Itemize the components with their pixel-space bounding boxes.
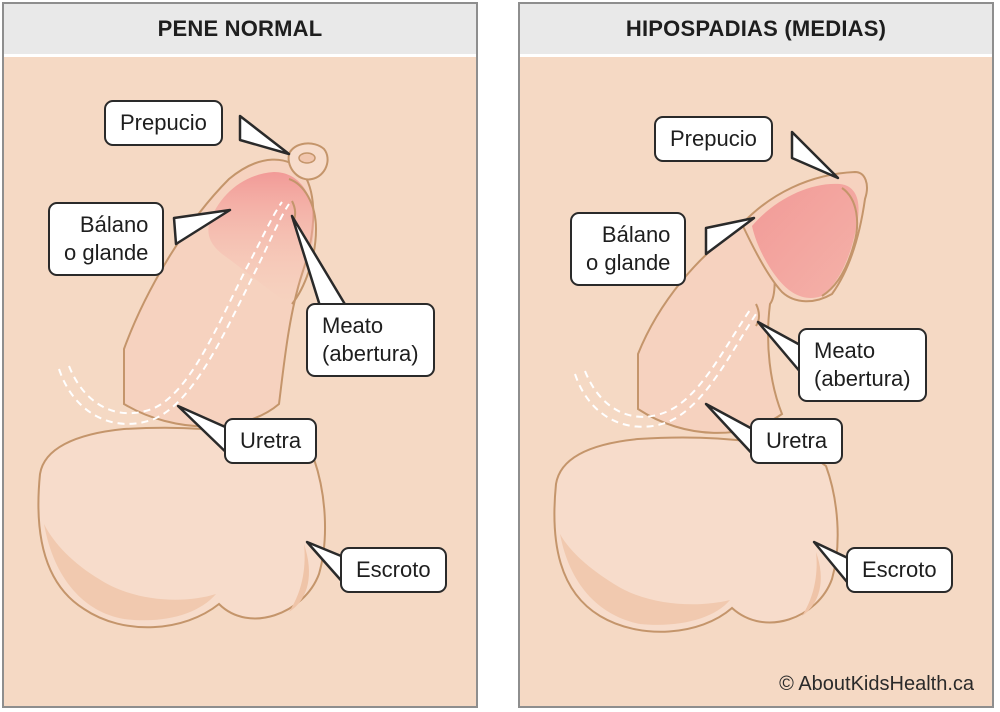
label-meato: Meato (abertura) xyxy=(306,303,435,377)
label-escroto: Escroto xyxy=(846,547,953,593)
callout-tail-balano xyxy=(704,216,756,256)
label-balano: Bálano o glande xyxy=(48,202,165,276)
panel-normal: PENE NORMAL Prepucio xyxy=(2,2,478,708)
callout-tail-prepucio xyxy=(238,114,291,156)
scrotum-shadow xyxy=(44,524,216,621)
glans-outline xyxy=(288,178,318,305)
urethra-dashed-bottom xyxy=(584,309,751,418)
normal-penis-illustration xyxy=(37,114,348,629)
callout-tail-balano xyxy=(172,208,232,246)
meatus-mark xyxy=(755,303,760,327)
glans-shape xyxy=(752,183,859,299)
scrotum-shadow xyxy=(560,534,730,625)
urethra-dashed-top xyxy=(58,203,290,425)
hypospadias-illustration xyxy=(553,130,868,633)
urethra-dashed-top xyxy=(574,313,757,428)
glans-outline xyxy=(821,187,859,297)
panel-title: HIPOSPADIAS (MEDIAS) xyxy=(520,4,992,57)
panel-title: PENE NORMAL xyxy=(4,4,476,57)
label-balano: Bálano o glande xyxy=(570,212,687,286)
label-prepucio: Prepucio xyxy=(654,116,773,162)
scrotum-shadow-right xyxy=(802,552,821,616)
copyright-text: © AboutKidsHealth.ca xyxy=(779,673,974,695)
scrotum-shape xyxy=(553,436,839,633)
label-uretra: Uretra xyxy=(224,418,318,464)
foreskin-opening xyxy=(298,152,316,164)
label-escroto: Escroto xyxy=(340,547,447,593)
shaft-shape xyxy=(637,221,784,434)
label-prepucio: Prepucio xyxy=(104,100,223,146)
scrotum-shape xyxy=(37,426,326,629)
label-uretra: Uretra xyxy=(750,418,844,464)
callout-tail-prepucio xyxy=(790,130,840,180)
panel-hypospadias: HIPOSPADIAS (MEDIAS) Prepucio xyxy=(518,2,994,708)
label-meato: Meato (abertura) xyxy=(798,328,927,402)
scrotum-shadow-right xyxy=(289,544,309,612)
